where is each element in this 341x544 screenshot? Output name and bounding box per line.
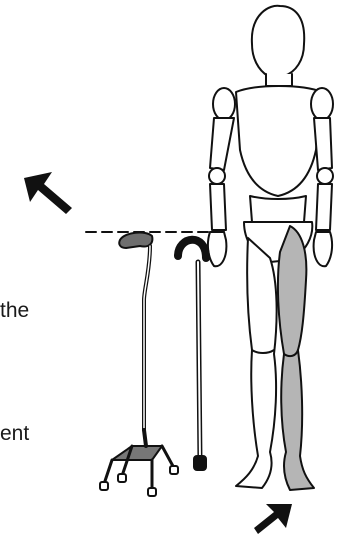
offset-cane <box>178 240 206 470</box>
wooden-mannequin <box>208 6 333 490</box>
mannequin-left-forearm <box>210 184 226 230</box>
mannequin-right-upper-arm <box>314 118 332 170</box>
label-fragment-ent: ent <box>0 423 29 444</box>
mannequin-neck <box>266 74 292 86</box>
mannequin-leg-affected <box>278 226 314 490</box>
label-fragment-the: the <box>0 300 29 321</box>
pointer-arrow-icon <box>24 172 72 214</box>
mannequin-left-upper-arm <box>210 118 234 170</box>
foot-pointer-arrow-icon <box>254 504 292 534</box>
mannequin-waist <box>250 196 306 222</box>
mannequin-chest <box>236 86 322 196</box>
mannequin-leg-unaffected <box>236 238 277 488</box>
mannequin-head <box>252 6 304 76</box>
mannequin-left-shoulder <box>213 88 235 120</box>
mannequin-right-shoulder <box>311 88 333 120</box>
mannequin-right-hand <box>314 232 332 266</box>
quad-cane <box>100 233 178 496</box>
mannequin-left-hand <box>208 232 226 266</box>
mannequin-right-forearm <box>316 184 332 230</box>
